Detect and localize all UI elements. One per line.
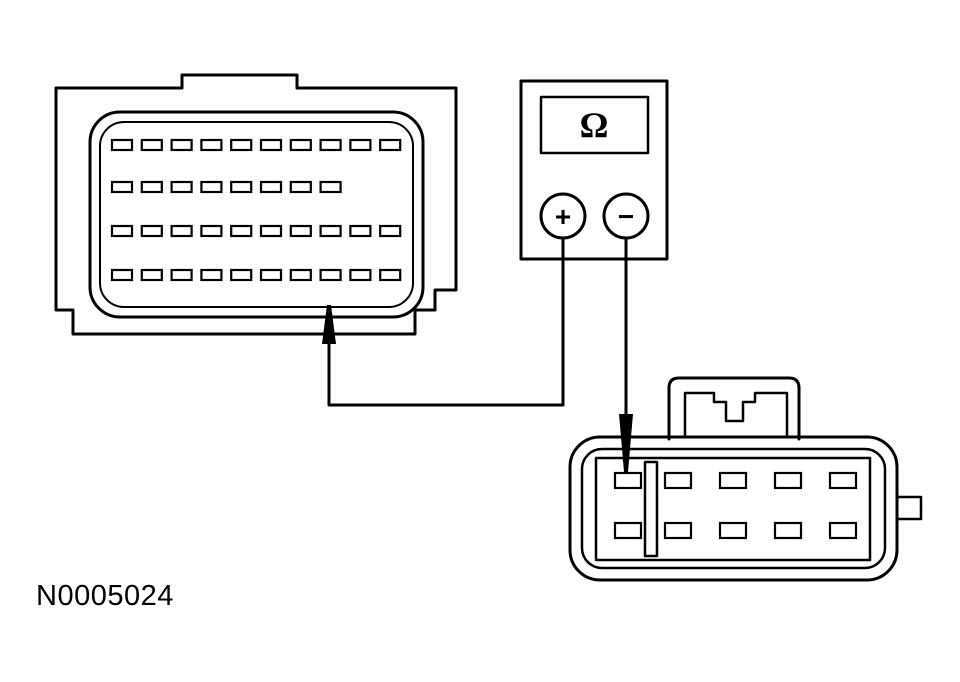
large-connector-pin: [140, 268, 163, 282]
large-connector-pin: [140, 180, 163, 194]
positive-probe-tip: [322, 305, 336, 344]
large-connector-pin: [140, 224, 163, 238]
large-connector-pin: [200, 224, 223, 238]
small-connector-pin: [613, 471, 643, 490]
small-connector-inner-rim: [580, 447, 887, 570]
large-connector-pin: [170, 138, 193, 152]
small-connector-latch-inner: [683, 391, 789, 439]
large-connector-pin: [230, 138, 253, 152]
large-connector-pin: [379, 224, 402, 238]
large-connector-pin: [230, 180, 253, 194]
small-connector-separator: [643, 460, 659, 558]
large-connector-pin: [289, 268, 312, 282]
small-connector-housing: [568, 435, 899, 582]
large-connector-pin: [379, 138, 402, 152]
figure-id: N0005024: [36, 580, 174, 612]
large-connector-pin: [110, 180, 134, 194]
large-connector: [54, 73, 458, 336]
large-connector-pin: [170, 224, 193, 238]
large-connector-pin: [170, 180, 193, 194]
small-connector-cavity: [594, 456, 872, 562]
large-connector-pin: [259, 268, 283, 282]
small-connector-pin: [663, 521, 693, 540]
small-connector-pin: [828, 471, 858, 490]
small-connector-key: [895, 495, 923, 521]
large-connector-pin: [289, 138, 312, 152]
negative-terminal-label: −: [618, 201, 634, 232]
large-connector-inner-rim: [99, 121, 414, 308]
large-connector-pin: [379, 268, 402, 282]
large-connector-pin: [349, 224, 372, 238]
small-connector-pins: [613, 471, 858, 540]
large-connector-pin: [170, 268, 193, 282]
large-connector-pin: [319, 224, 342, 238]
small-connector-pin: [718, 521, 748, 540]
multimeter-display: [539, 95, 650, 155]
large-connector-pin: [319, 268, 342, 282]
small-connector-pin: [718, 471, 748, 490]
positive-terminal-label: +: [555, 201, 571, 232]
large-connector-pin: [259, 138, 283, 152]
large-connector-pin: [349, 138, 372, 152]
large-connector-pins: [110, 138, 402, 282]
large-connector-pin: [110, 268, 134, 282]
small-connector-latch: [667, 376, 801, 441]
large-connector-pin: [289, 224, 312, 238]
large-connector-pin: [319, 180, 342, 194]
large-connector-pin: [259, 224, 283, 238]
large-connector-pin: [140, 138, 163, 152]
large-connector-pin: [110, 224, 134, 238]
small-connector-pin: [773, 471, 803, 490]
large-connector-outer-rim: [88, 110, 425, 319]
large-connector-pin: [200, 138, 223, 152]
large-connector-pin: [259, 180, 283, 194]
positive-test-lead: [327, 236, 565, 407]
negative-probe-tip: [619, 414, 633, 472]
large-connector-pin: [349, 268, 372, 282]
large-connector-pin: [319, 138, 342, 152]
large-connector-pin: [200, 268, 223, 282]
small-connector-pin: [773, 521, 803, 540]
small-connector: [568, 376, 923, 582]
multimeter-body: [519, 79, 669, 261]
large-connector-pin: [230, 224, 253, 238]
large-connector-pin: [289, 180, 312, 194]
small-connector-pin: [663, 471, 693, 490]
large-connector-pin: [200, 180, 223, 194]
small-connector-pin: [613, 521, 643, 540]
small-connector-pin: [828, 521, 858, 540]
large-connector-pin: [110, 138, 134, 152]
multimeter: Ω + −: [519, 79, 669, 261]
ohm-symbol: Ω: [580, 105, 609, 145]
large-connector-pin: [230, 268, 253, 282]
large-connector-housing: [54, 73, 458, 336]
